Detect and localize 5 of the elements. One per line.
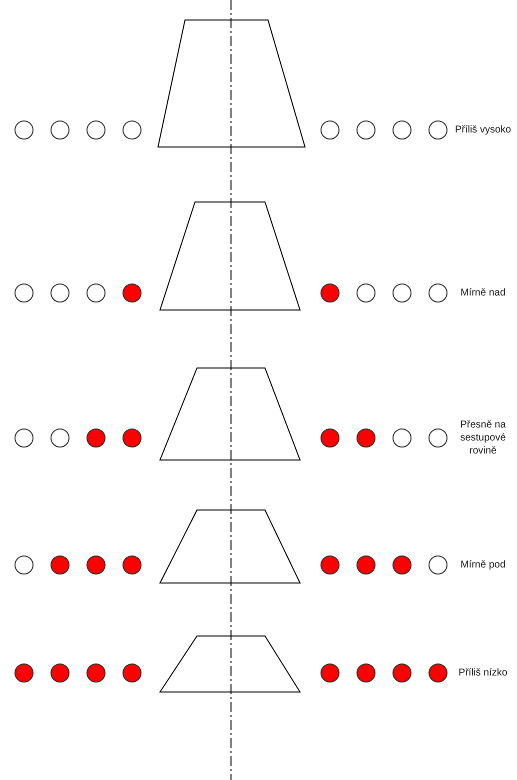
indication-label: Příliš vysoko [454,124,512,136]
indication-label: Mírně nad [459,286,507,300]
indication-label: Příliš nízko [458,666,508,680]
indication-label: Mírně pod [459,558,507,572]
indication-label: Přesně na sestupové rovině [459,418,507,458]
